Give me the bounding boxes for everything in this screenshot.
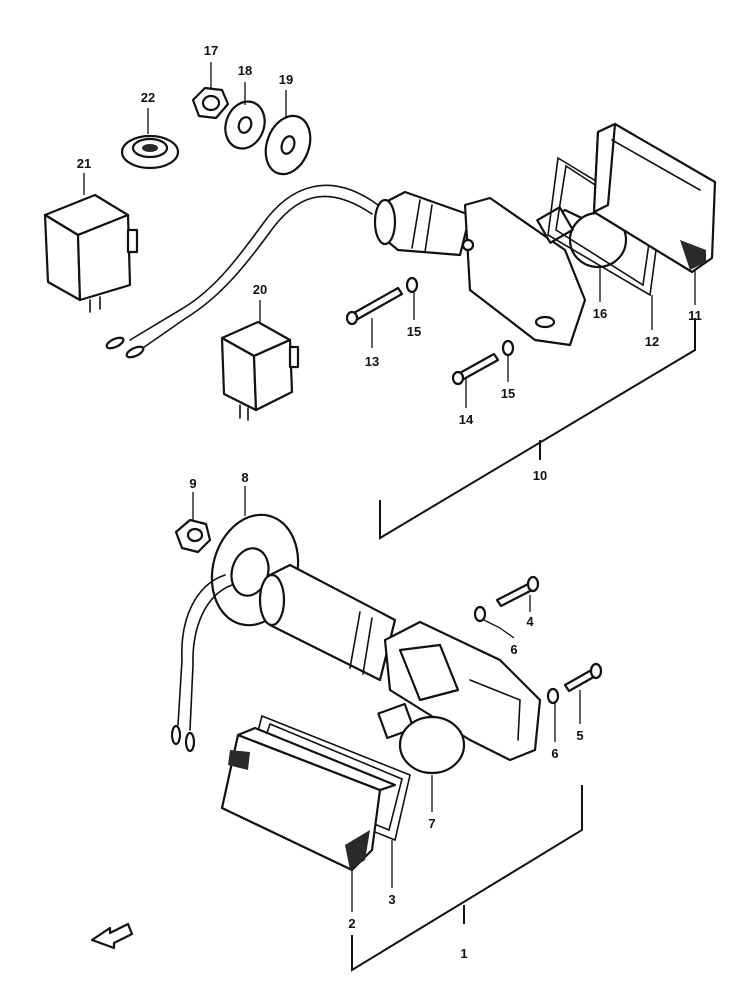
- callout-10: 10: [533, 468, 547, 483]
- part-15-washer-bottom[interactable]: [501, 339, 515, 357]
- part-21-relay[interactable]: [43, 193, 139, 313]
- top-wiring: [105, 184, 379, 359]
- callout-9: 9: [189, 476, 196, 491]
- part-20-relay[interactable]: [220, 320, 300, 421]
- callout-4: 4: [526, 614, 534, 629]
- part-14-screw[interactable]: [451, 352, 500, 386]
- callout-19: 19: [279, 72, 293, 87]
- callout-6b: 6: [551, 746, 558, 761]
- part-6-washer-top[interactable]: [473, 605, 487, 623]
- part-19-washer[interactable]: [258, 110, 318, 181]
- part-5-screw[interactable]: [563, 662, 603, 693]
- part-2-lens[interactable]: [220, 726, 397, 872]
- part-13-screw[interactable]: [345, 286, 404, 326]
- callout-labels: 17 18 19 22 21 20 13 15 14 15 16 12 11 1…: [77, 43, 702, 961]
- callout-15b: 15: [501, 386, 515, 401]
- part-1-housing[interactable]: [258, 563, 542, 762]
- callout-18: 18: [238, 63, 252, 78]
- callout-7: 7: [428, 816, 435, 831]
- callout-8: 8: [241, 470, 248, 485]
- front-arrow-icon: [90, 922, 134, 950]
- part-10-housing[interactable]: [373, 190, 587, 347]
- callout-3: 3: [388, 892, 395, 907]
- part-9-nut[interactable]: [174, 518, 212, 554]
- part-15-washer-top[interactable]: [405, 276, 419, 294]
- part-7-bulb[interactable]: [377, 702, 466, 775]
- callout-22: 22: [141, 90, 155, 105]
- bottom-wiring: [170, 574, 233, 753]
- callout-6a: 6: [510, 642, 517, 657]
- part-4-screw[interactable]: [495, 575, 540, 608]
- callout-12: 12: [645, 334, 659, 349]
- callout-21: 21: [77, 156, 91, 171]
- callout-15a: 15: [407, 324, 421, 339]
- part-22-grommet[interactable]: [120, 134, 180, 170]
- callout-17: 17: [204, 43, 218, 58]
- part-17-nut[interactable]: [191, 86, 230, 120]
- callout-11: 11: [688, 308, 702, 323]
- part-18-washer[interactable]: [219, 96, 271, 154]
- callout-5: 5: [576, 728, 583, 743]
- assembly-brackets: [351, 318, 696, 972]
- callout-2: 2: [348, 916, 355, 931]
- part-11-lens[interactable]: [592, 122, 717, 274]
- leader-lines: [83, 62, 696, 912]
- part-6-washer-bottom[interactable]: [546, 687, 560, 705]
- callout-16: 16: [593, 306, 607, 321]
- callout-20: 20: [253, 282, 267, 297]
- callout-1: 1: [460, 946, 467, 961]
- callout-13: 13: [365, 354, 379, 369]
- callout-14: 14: [459, 412, 474, 427]
